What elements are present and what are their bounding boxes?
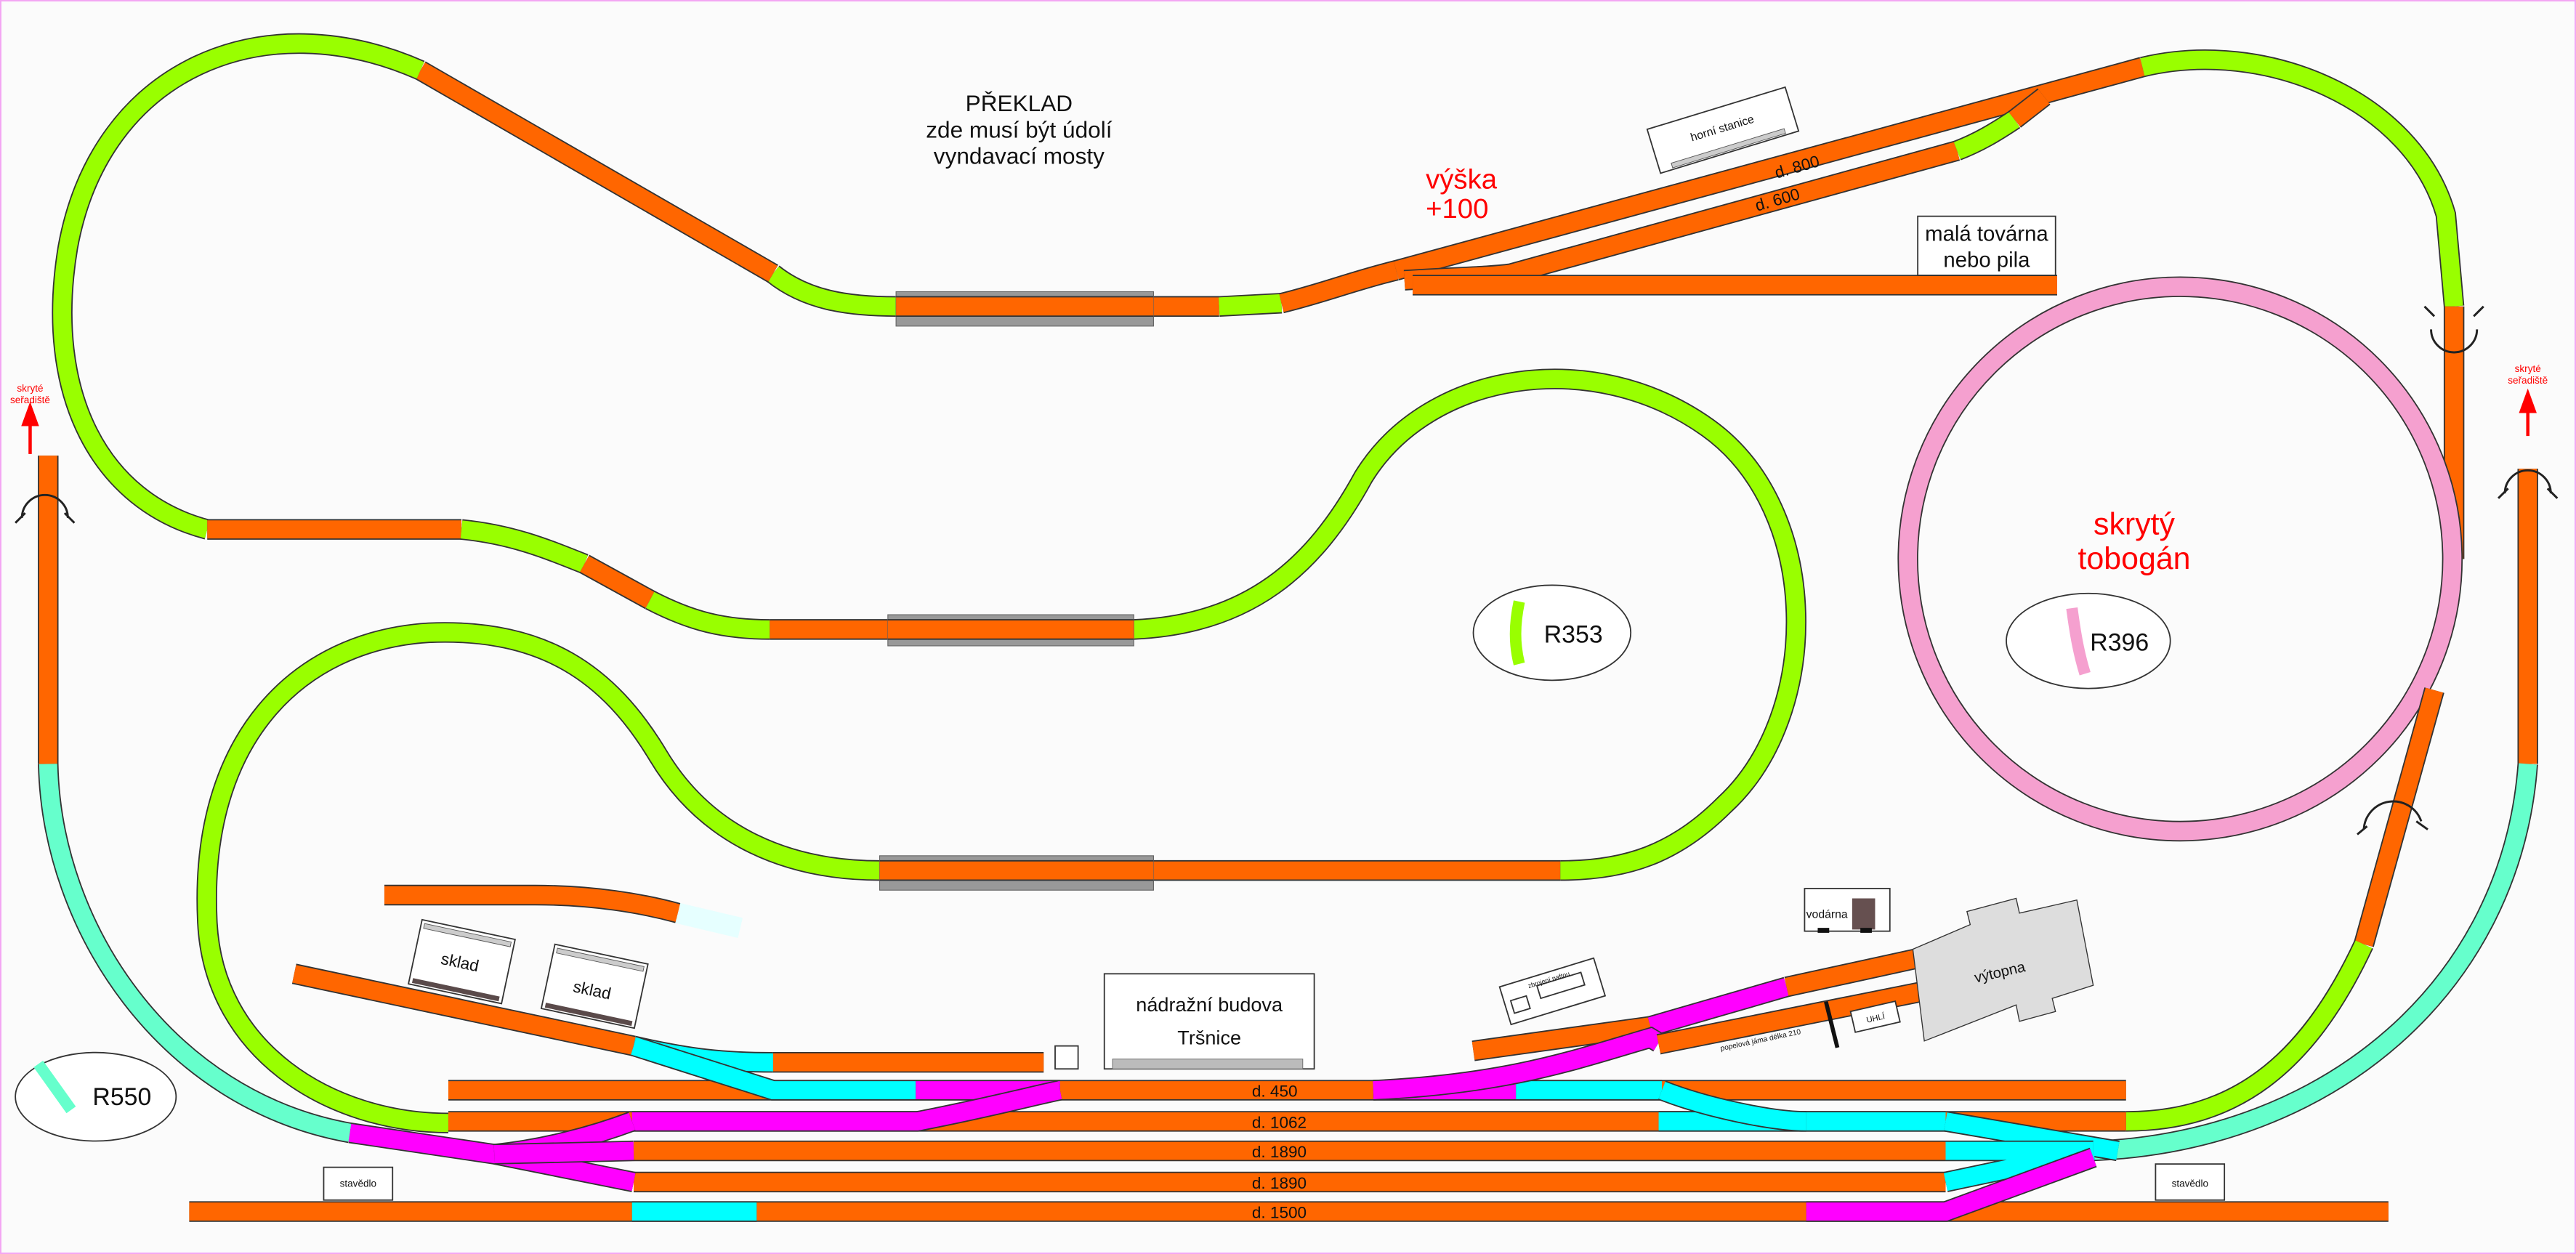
straight-track — [580, 556, 655, 608]
straight-track — [2355, 687, 2444, 947]
track-outline — [52, 33, 425, 540]
station-tracks — [879, 296, 1154, 881]
coal-label: UHLÍ — [1865, 1011, 1886, 1025]
engine-shed — [1912, 897, 2094, 1042]
station-label: nádražní budova — [1136, 993, 1283, 1016]
hidden-yard-label: skryté — [2515, 363, 2541, 374]
hidden-slide-label: skrytý — [2093, 506, 2176, 541]
signal-box-left — [323, 1166, 394, 1201]
factory-box — [1917, 215, 2056, 276]
factory-label: nebo pila — [1943, 248, 2030, 272]
switch — [1647, 978, 1790, 1035]
coal-bunker: UHLÍ — [1849, 1000, 1901, 1033]
radius-label: R353 — [1544, 620, 1603, 648]
water-tower-label: vodárna — [1806, 909, 1848, 921]
depot-track — [1784, 950, 1917, 996]
warehouse-siding — [292, 965, 636, 1055]
track-outline — [196, 622, 880, 1133]
water-tower — [1804, 888, 1891, 932]
note-line: zde musí být údolí — [926, 116, 1112, 142]
arrow-up-icon — [2519, 388, 2537, 437]
track-length-label: d. 1890 — [1252, 1174, 1307, 1192]
switch — [631, 1037, 916, 1099]
note-title: PŘEKLAD — [966, 90, 1073, 116]
curve-track — [1219, 294, 1283, 316]
height-note: +100 — [1426, 193, 1488, 224]
switch — [493, 1141, 634, 1163]
switch — [1373, 1027, 1663, 1099]
water-tank — [1852, 898, 1876, 930]
stub-siding — [384, 886, 681, 922]
upper-station-building: horní stanice — [1646, 86, 1800, 174]
track-outline — [1133, 368, 1806, 881]
switch — [1806, 1149, 2096, 1221]
buffer-stop — [676, 904, 743, 937]
signal-box-right — [2155, 1163, 2226, 1201]
switch — [1658, 1082, 1806, 1130]
curve-track — [645, 591, 770, 639]
factory-label: malá továrna — [1925, 222, 2048, 246]
radius-legend-r396 — [2006, 592, 2171, 689]
hidden-yard-label: seřadiště — [2508, 375, 2548, 386]
signal-box-label: stavědlo — [2172, 1178, 2208, 1189]
upper-station-track-800 — [1394, 58, 2145, 280]
warehouse-1: sklad — [408, 918, 516, 1005]
radius-sample — [1509, 600, 1525, 666]
track-length-label: d. 450 — [1252, 1083, 1298, 1101]
hidden-yard-label: seřadiště — [10, 395, 50, 405]
station-platform — [1112, 1059, 1304, 1069]
hidden-curve-track — [39, 764, 352, 1142]
curve-track — [460, 520, 588, 573]
turntable-bridge — [1824, 1001, 1840, 1048]
note-line: vyndavací mosty — [934, 142, 1105, 169]
radius-legend-r550 — [15, 1051, 177, 1142]
curve-track — [2125, 940, 2373, 1130]
radius-label: R550 — [92, 1083, 151, 1111]
height-note: výška — [1426, 163, 1498, 195]
track-outline — [2140, 49, 2465, 308]
arrow-up-icon — [21, 401, 39, 454]
small-building — [1054, 1045, 1079, 1070]
radius-sample — [33, 1060, 76, 1114]
curve-track — [198, 623, 880, 1133]
warehouse-2: sklad — [540, 943, 649, 1030]
track-length-label: d. 1890 — [1252, 1143, 1307, 1161]
tunnel-portal-icon — [2498, 469, 2559, 499]
tunnel-portal-icon — [2357, 800, 2428, 836]
straight-track — [416, 62, 778, 282]
switch — [631, 1081, 1062, 1130]
track-length-label: d. 1062 — [1252, 1113, 1307, 1131]
ash-pit-track — [1657, 982, 1923, 1053]
tracks — [38, 33, 2538, 1222]
radius-label: R396 — [2090, 629, 2149, 657]
track-length-label: d. 1500 — [1252, 1204, 1307, 1222]
fuel-station: zbrojení naftou — [1498, 957, 1607, 1026]
station-building — [1103, 973, 1315, 1070]
curve-track — [1133, 370, 1805, 880]
hidden-yard-label: skryté — [17, 383, 43, 394]
curve-track — [2140, 50, 2463, 307]
curve-track — [53, 34, 424, 538]
hidden-curve-track — [2093, 763, 2537, 1160]
station-label: Tršnice — [1177, 1026, 1241, 1048]
curve-track — [767, 266, 897, 316]
signal-box-label: stavědlo — [340, 1178, 376, 1189]
hidden-slide-label: tobogán — [2078, 541, 2191, 576]
tunnel-portal-icon — [15, 493, 76, 524]
radius-sample — [2066, 607, 2091, 676]
curve-track — [1953, 112, 2020, 159]
depot-track — [1471, 1017, 1652, 1060]
tunnel-portal-icon — [2423, 305, 2484, 354]
straight-track — [2008, 89, 2050, 127]
hidden-helix — [1899, 278, 2462, 841]
ramp-track — [1279, 262, 1399, 312]
